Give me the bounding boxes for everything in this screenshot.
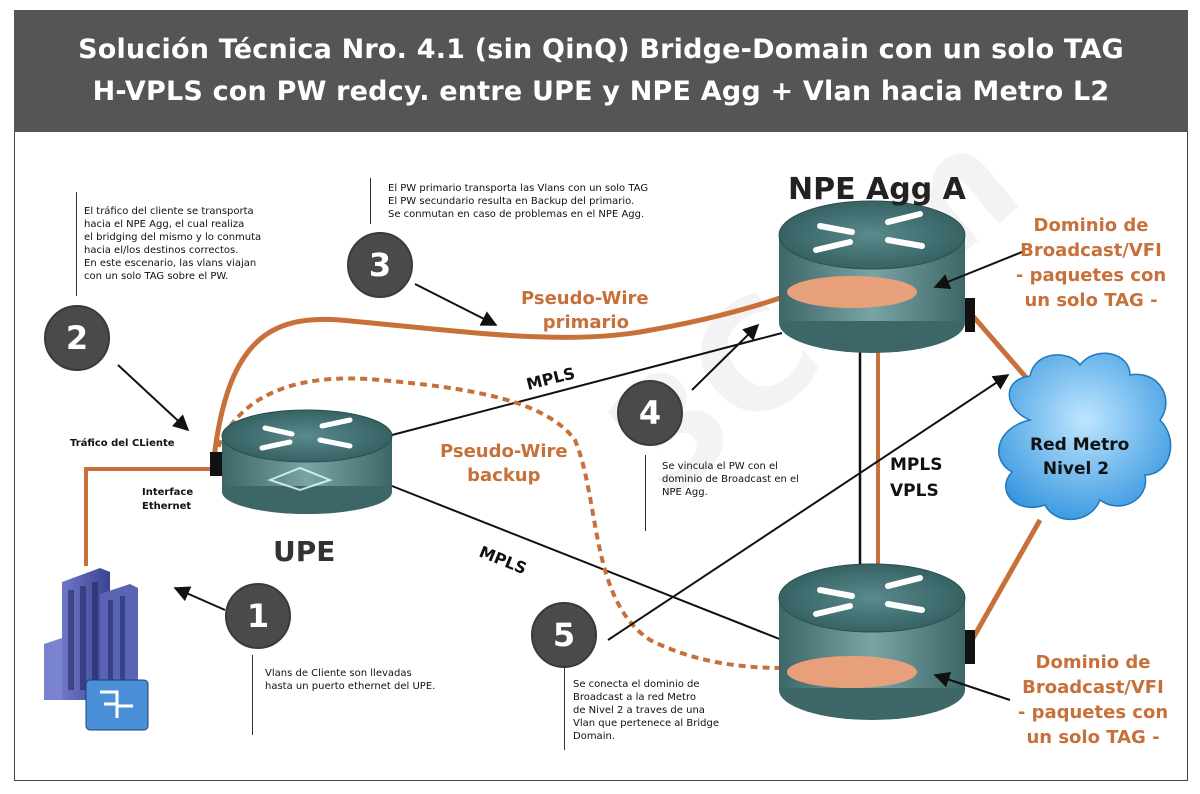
vfi-domain-top bbox=[787, 276, 917, 308]
trafico-cliente-label: Tráfico del CLiente bbox=[70, 438, 175, 449]
header: Solución Técnica Nro. 4.1 (sin QinQ) Bri… bbox=[14, 10, 1188, 132]
arrow-dominio-bottom bbox=[933, 671, 1011, 701]
red-metro-cloud bbox=[998, 352, 1172, 521]
client-cable bbox=[84, 467, 214, 566]
upe-label: UPE bbox=[273, 535, 336, 568]
mpls-link-bottom bbox=[391, 485, 783, 641]
step-2-circle: 2 bbox=[44, 305, 110, 371]
arrow-2 bbox=[117, 364, 190, 432]
pseudowire-backup bbox=[212, 376, 787, 670]
note-1-bar bbox=[252, 655, 253, 735]
upe-router[interactable] bbox=[210, 409, 393, 514]
step-5-circle: 5 bbox=[531, 602, 597, 668]
arrow-5 bbox=[607, 374, 1010, 641]
pseudowire-primary bbox=[211, 293, 787, 459]
vfi-domain-bottom bbox=[787, 656, 917, 688]
diagram-frame bbox=[14, 132, 1188, 781]
step-4-circle: 4 bbox=[617, 380, 683, 446]
arrow-3 bbox=[414, 283, 498, 326]
step-3-circle: 3 bbox=[347, 232, 413, 298]
arrow-4 bbox=[691, 323, 760, 391]
building-icon bbox=[44, 568, 149, 731]
metro-link-bottom bbox=[969, 518, 1043, 642]
note-4-bar bbox=[645, 455, 646, 531]
arrow-dominio-top bbox=[933, 251, 1023, 290]
mpls-link-top bbox=[391, 332, 783, 436]
note-5-bar bbox=[564, 666, 565, 750]
npe-agg-a-label: NPE Agg A bbox=[788, 172, 966, 207]
npe-agg-a-router[interactable] bbox=[778, 200, 975, 353]
note-2-bar bbox=[76, 192, 77, 296]
title-line-2: H-VPLS con PW redcy. entre UPE y NPE Agg… bbox=[92, 76, 1110, 107]
arrow-1 bbox=[173, 586, 226, 611]
step-1-circle: 1 bbox=[225, 583, 291, 649]
step-3-note: El PW primario transporta las Vlans con … bbox=[388, 183, 649, 220]
title-line-1: Solución Técnica Nro. 4.1 (sin QinQ) Bri… bbox=[78, 34, 1124, 65]
mpls-label-bottom: MPLS bbox=[477, 542, 530, 578]
npe-agg-b-router[interactable] bbox=[778, 563, 975, 720]
note-3-bar bbox=[370, 178, 371, 224]
